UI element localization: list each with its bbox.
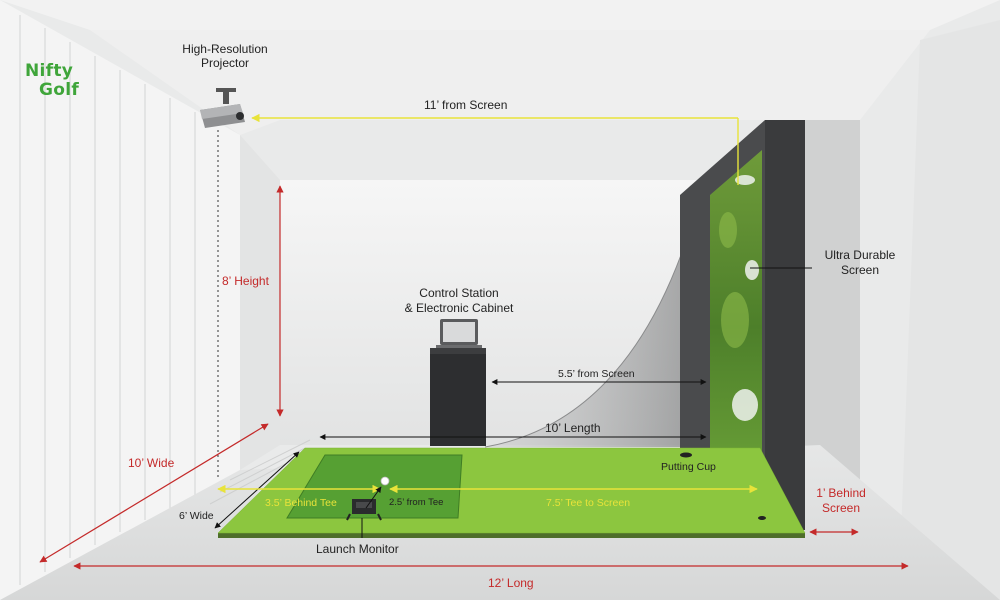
ceiling bbox=[0, 0, 1000, 30]
wide-6-label: 6’ Wide bbox=[179, 510, 214, 522]
projector-label: High-Resolution Projector bbox=[170, 42, 280, 70]
golf-ball bbox=[380, 476, 390, 486]
nifty-golf-logo: Nifty Golf bbox=[25, 62, 95, 100]
ultra-screen-line2: Screen bbox=[840, 263, 880, 277]
behind-tee-3-5-label: 3.5’ Behind Tee bbox=[265, 497, 337, 509]
projector-label-line1: High-Resolution bbox=[182, 42, 268, 56]
from-screen-5-5-label: 5.5’ from Screen bbox=[558, 368, 635, 380]
length-10-label: 10’ Length bbox=[545, 421, 601, 435]
control-station-line1: Control Station bbox=[419, 286, 499, 300]
projector-mount bbox=[223, 90, 229, 104]
long-12-label: 12’ Long bbox=[488, 576, 534, 590]
control-station-line2: & Electronic Cabinet bbox=[404, 301, 514, 315]
putting-cup bbox=[680, 452, 692, 458]
from-tee-2-5-label: 2.5’ from Tee bbox=[389, 497, 444, 508]
from-screen-11-label: 11’ from Screen bbox=[424, 98, 508, 112]
dim-10ft-wide-line bbox=[39, 423, 269, 563]
putting-cup-label: Putting Cup bbox=[661, 461, 716, 473]
ultra-screen-line1: Ultra Durable bbox=[824, 248, 896, 262]
logo-line1: Nifty bbox=[25, 61, 74, 81]
projector-label-line2: Projector bbox=[200, 56, 250, 70]
launch-monitor-label: Launch Monitor bbox=[316, 542, 399, 556]
dim-2-5ft-arrow bbox=[365, 486, 382, 509]
ultra-screen-label: Ultra Durable Screen bbox=[812, 248, 908, 278]
wide-10-label: 10’ Wide bbox=[128, 456, 175, 470]
tee-to-screen-7-5-label: 7.5’ Tee to Screen bbox=[546, 497, 631, 509]
logo-line2: Golf bbox=[39, 80, 80, 100]
behind-screen-line1: 1’ Behind bbox=[816, 486, 866, 500]
behind-screen-line2: Screen bbox=[821, 501, 861, 515]
behind-screen-1-label: 1’ Behind Screen bbox=[806, 486, 876, 516]
control-station-label: Control Station & Electronic Cabinet bbox=[394, 286, 524, 316]
control-cabinet bbox=[430, 348, 486, 446]
height-8-label: 8’ Height bbox=[222, 274, 269, 288]
right-wall bbox=[900, 20, 1000, 600]
